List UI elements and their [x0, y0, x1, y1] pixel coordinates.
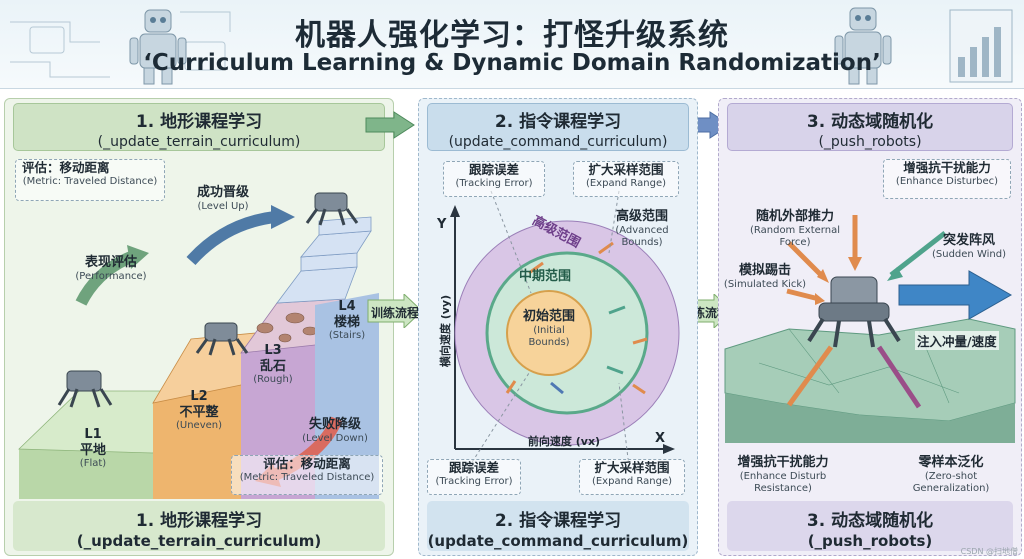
- simulated-kick-label: 模拟踢击(Simulated Kick): [723, 263, 807, 290]
- level-up-label: 成功晋级(Level Up): [196, 185, 249, 212]
- level-down-label: 失败降级(Level Down): [302, 417, 368, 444]
- level-block-l2: [153, 385, 241, 499]
- panel-header: 3. 动态域随机化 (_push_robots): [727, 103, 1013, 151]
- level-up-arrow: [186, 211, 276, 266]
- disturb-arrow: [786, 345, 834, 407]
- impulse-label: 注入冲量/速度: [915, 331, 999, 350]
- command-curriculum-panel: 2. 指令课程学习 (update_command_curriculum) 高级…: [418, 98, 698, 556]
- panel-header: 2. 指令课程学习 (update_command_curriculum): [427, 103, 689, 151]
- title-chinese: 机器人强化学习：打怪升级系统: [295, 18, 729, 53]
- panel-footer: 2. 指令课程学习 (update_command_curriculum): [427, 501, 689, 551]
- panel-title: 1. 地形课程学习: [135, 112, 263, 132]
- panel-subtitle: (update_command_curriculum): [448, 134, 668, 150]
- flow-label-1: 训练流程: [371, 306, 420, 320]
- title-english: ‘Curriculum Learning & Dynamic Domain Ra…: [143, 50, 881, 76]
- robot-circuit-illustration-left: [10, 9, 231, 85]
- expand-range-box-top: 扩大采样范围(Expand Range): [573, 161, 679, 197]
- metric-box-bottom: 评估：移动距离 (Metric: Traveled Distance): [231, 455, 383, 495]
- enhance-disturb-box-top: 增强抗干扰能力(Enhance Disturbec): [883, 159, 1011, 199]
- domain-randomization-panel: 3. 动态域随机化 (_push_robots) 增: [718, 98, 1022, 556]
- tracking-error-box-bottom: 跟踪误差(Tracking Error): [427, 459, 521, 495]
- metric-box-top: 评估：移动距离 (Metric: Traveled Distance): [15, 159, 165, 201]
- kick-arrow-lower: [786, 288, 820, 302]
- panel-subtitle: (_push_robots): [818, 134, 922, 150]
- wind-arrow: [889, 231, 947, 277]
- terrain-curriculum-panel: 1. 地形课程学习 (_update_terrain_curriculum): [4, 98, 394, 556]
- tracking-error-box-top: 跟踪误差(Tracking Error): [443, 161, 545, 197]
- robot-dog-push: [807, 276, 901, 348]
- sudden-wind-label: 突发阵风(Sudden Wind): [932, 233, 1006, 260]
- mid-ring-label: 中期范围: [519, 269, 572, 284]
- robot-dog-l1: [57, 370, 113, 408]
- header-banner: 机器人强化学习：打怪升级系统 ‘Curriculum Learning & Dy…: [0, 0, 1024, 89]
- y-axis-letter: Y: [437, 217, 447, 232]
- advanced-bounds-label: 高级范围(Advanced Bounds): [615, 209, 669, 248]
- panel-subtitle: (_update_terrain_curriculum): [97, 134, 301, 150]
- robot-dog-l2: [195, 322, 249, 356]
- expand-range-box-bottom: 扩大采样范围(Expand Range): [579, 459, 685, 495]
- level-block-l1: [19, 449, 153, 499]
- panel-header: 1. 地形课程学习 (_update_terrain_curriculum): [13, 103, 385, 151]
- initial-range-circle: [506, 290, 592, 376]
- panel-footer: 3. 动态域随机化 (_push_robots): [727, 501, 1013, 551]
- enhance-disturb-label-bottom: 增强抗干扰能力 (Enhance Disturb Resistance): [737, 455, 829, 494]
- flow-arrow-1-2-top: [365, 111, 415, 139]
- panel-footer: 1. 地形课程学习 (_update_terrain_curriculum): [13, 501, 385, 551]
- random-force-label: 随机外部推力(Random External Force): [750, 209, 840, 248]
- performance-arrow: [75, 251, 134, 306]
- push-robots-diagram: [724, 215, 1016, 443]
- performance-label: 表现评估(Performance): [75, 255, 147, 282]
- zeroshot-label: 零样本泛化 (Zero-shot Generalization): [912, 455, 990, 494]
- command-range-diagram: [450, 190, 680, 468]
- initial-range-label: 初始范围 (Initial Bounds): [522, 309, 575, 348]
- robot-dog-l4: [305, 192, 359, 226]
- impulse-arrow: [898, 270, 1013, 320]
- x-axis-letter: X: [655, 431, 666, 446]
- panel-title: 3. 动态域随机化: [806, 112, 934, 132]
- watermark: CSDN @扫地僧: [960, 547, 1018, 556]
- panel-title: 2. 指令课程学习: [494, 112, 622, 132]
- level-block-l4: [315, 293, 379, 499]
- zeroshot-arrow: [876, 345, 922, 409]
- flow-arrow-1-2-mid: [367, 294, 423, 328]
- y-axis-label: 横向速度 (vy): [439, 294, 452, 368]
- x-axis-label: 前向速度 (vx): [527, 435, 601, 448]
- robot-chart-illustration-right: [834, 7, 1013, 85]
- kick-arrow-upper: [787, 241, 825, 279]
